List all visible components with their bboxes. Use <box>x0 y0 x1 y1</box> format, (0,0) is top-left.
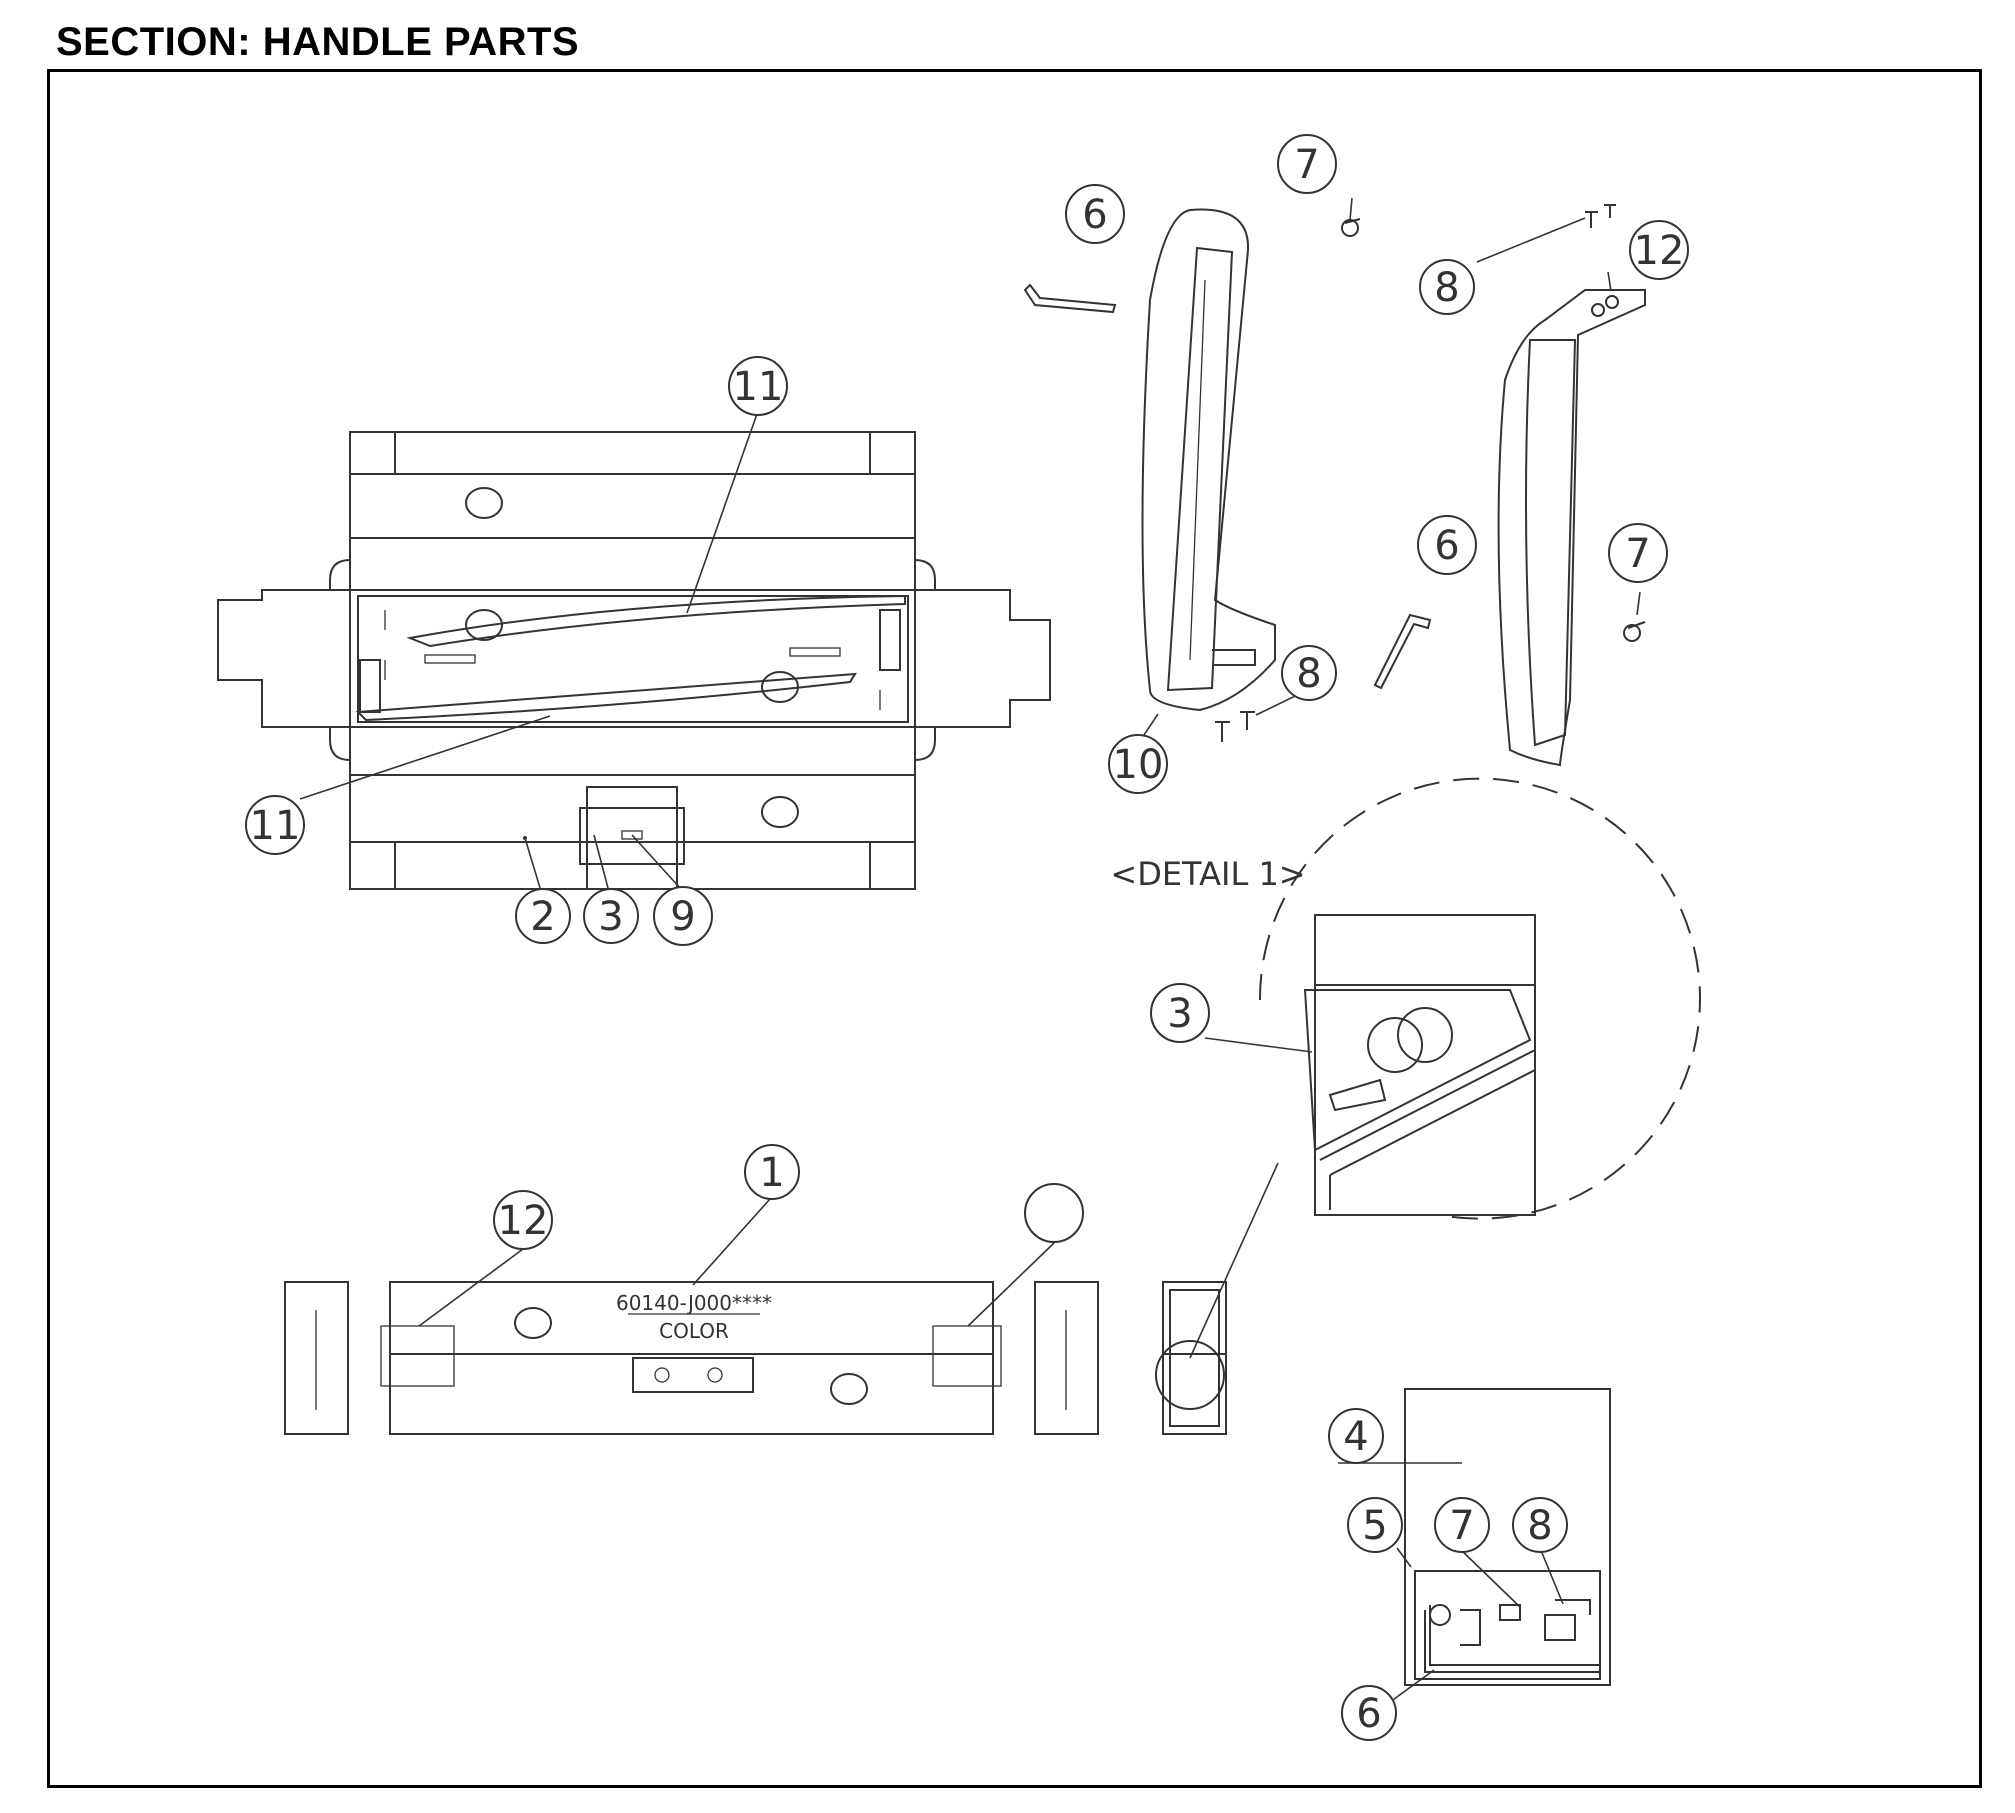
accessory-bag <box>1404 1388 1611 1686</box>
svg-text:6: 6 <box>1434 523 1459 569</box>
balloon-11-right: 12 <box>1629 220 1689 280</box>
svg-text:4: 4 <box>1343 1414 1368 1460</box>
svg-text:7: 7 <box>1449 1503 1474 1549</box>
svg-text:7: 7 <box>1294 142 1319 188</box>
balloon-7-top: 7 <box>1277 134 1337 194</box>
svg-text:12: 12 <box>498 1198 549 1244</box>
svg-text:1: 1 <box>759 1150 784 1196</box>
balloon-8-bag: 8 <box>1512 1497 1568 1553</box>
balloon-9: 9 <box>653 886 713 946</box>
left-handle-assembly <box>1023 208 1361 742</box>
packaging-box-top-view <box>217 431 1051 890</box>
box-part-code: 60140-J000**** <box>616 1291 772 1315</box>
drawing-frame <box>47 69 1982 1788</box>
screw-icon <box>1585 204 1616 228</box>
balloon-12-right <box>1024 1183 1084 1243</box>
screw-icon <box>1623 621 1646 642</box>
svg-text:11: 11 <box>250 803 301 849</box>
svg-text:6: 6 <box>1082 192 1107 238</box>
balloon-1: 1 <box>744 1144 800 1200</box>
svg-text:8: 8 <box>1296 651 1321 697</box>
balloon-10-top: 11 <box>728 356 788 416</box>
balloon-8-top-right: 8 <box>1419 259 1475 315</box>
balloon-8-middle: 8 <box>1281 645 1337 701</box>
screw-icon <box>1215 711 1255 742</box>
balloon-11-left: 11 <box>245 795 305 855</box>
balloon-6-top: 6 <box>1065 184 1125 244</box>
balloon-7-bag: 7 <box>1434 1497 1490 1553</box>
screw-icon <box>1341 218 1361 237</box>
balloon-12-left: 12 <box>493 1190 553 1250</box>
balloon-3-detail: 3 <box>1150 983 1210 1043</box>
svg-text:10: 10 <box>1113 742 1164 788</box>
detail-label: <DETAIL 1> <box>1110 855 1305 893</box>
balloon-10-bottom: 10 <box>1108 734 1168 794</box>
balloon-7-right: 7 <box>1608 523 1668 583</box>
detail-1-view <box>1258 777 1701 1220</box>
balloon-6-bag: 6 <box>1341 1685 1397 1741</box>
svg-text:7: 7 <box>1625 531 1650 577</box>
svg-text:12: 12 <box>1634 228 1685 274</box>
balloon-3: 3 <box>583 888 639 944</box>
leader-lines <box>299 197 1641 1703</box>
svg-text:8: 8 <box>1527 1503 1552 1549</box>
svg-text:11: 11 <box>733 364 784 410</box>
balloon-5: 5 <box>1347 1497 1403 1553</box>
balloon-4: 4 <box>1328 1408 1384 1464</box>
box-side-views: 60140-J000**** COLOR <box>284 1281 1227 1435</box>
svg-text:6: 6 <box>1356 1691 1381 1737</box>
balloon-6-middle: 6 <box>1417 515 1477 575</box>
balloon-2: 2 <box>515 888 571 944</box>
svg-text:3: 3 <box>598 894 623 940</box>
right-handle-assembly <box>1373 204 1646 767</box>
section-title: SECTION: HANDLE PARTS <box>56 20 580 64</box>
svg-text:3: 3 <box>1167 991 1192 1037</box>
svg-text:5: 5 <box>1362 1503 1387 1549</box>
box-color-text: COLOR <box>659 1319 729 1343</box>
svg-text:2: 2 <box>530 894 555 940</box>
svg-text:8: 8 <box>1434 265 1459 311</box>
svg-text:9: 9 <box>670 894 695 940</box>
